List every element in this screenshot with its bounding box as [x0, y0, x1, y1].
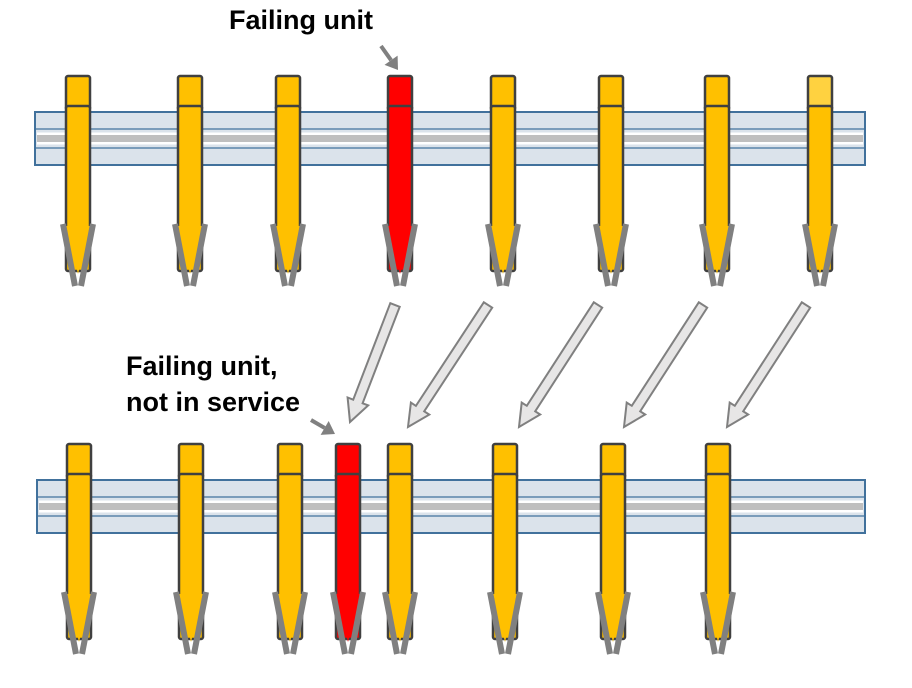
- after-unit-7-tip: [601, 594, 625, 642]
- after-unit-7-prong-right: [613, 591, 631, 655]
- before-unit-6-tip: [599, 226, 623, 274]
- after-unit-8-tip: [706, 594, 730, 642]
- before-unit-3-prong-left: [270, 223, 288, 287]
- shift-arrow-5: [725, 300, 812, 429]
- before-unit-8-prong-left: [802, 223, 820, 287]
- before-unit-5: [485, 74, 521, 287]
- after-unit-6-tip: [493, 594, 517, 642]
- shift-arrow-4: [622, 300, 709, 429]
- after-unit-3-tip: [278, 594, 302, 642]
- pointer-arrow-bottom-head: [320, 421, 335, 435]
- after-unit-1-prong-right: [79, 591, 97, 655]
- failing-unit-not-in-service-label: Failing unit, not in service: [126, 348, 300, 420]
- after-unit-5-tip: [388, 594, 412, 642]
- before-unit-7-tip: [705, 226, 729, 274]
- before-unit-7-prong-right: [717, 223, 735, 287]
- before-unit-4: [382, 74, 418, 287]
- after-unit-4: [330, 442, 366, 655]
- shift-arrow-2: [406, 300, 494, 429]
- before-unit-7-prong-left: [699, 223, 717, 287]
- not-in-service-label-line2: not in service: [126, 387, 301, 417]
- before-unit-1-prong-left: [60, 223, 78, 287]
- pointer-arrow-top-shaft: [379, 44, 393, 62]
- after-unit-3-prong-left: [272, 591, 290, 655]
- before-unit-3: [270, 74, 306, 287]
- before-unit-6-prong-left: [593, 223, 611, 287]
- before-unit-3-prong-right: [288, 223, 306, 287]
- after-unit-3: [272, 442, 308, 655]
- after-unit-7: [595, 442, 631, 655]
- after-unit-3-prong-right: [290, 591, 308, 655]
- after-unit-1: [61, 442, 97, 655]
- before-unit-5-prong-right: [503, 223, 521, 287]
- after-unit-1-tip: [67, 594, 91, 642]
- before-unit-2: [172, 74, 208, 287]
- failing-unit-label-line1: Failing unit,: [126, 351, 278, 381]
- before-unit-8-tip: [808, 226, 832, 274]
- before-unit-2-tip: [178, 226, 202, 274]
- before-unit-2-prong-left: [172, 223, 190, 287]
- after-unit-5-prong-left: [382, 591, 400, 655]
- shift-arrow-1: [346, 301, 401, 425]
- after-unit-2: [173, 442, 209, 655]
- before-unit-4-tip: [388, 226, 412, 274]
- after-unit-5: [382, 442, 418, 655]
- after-unit-8-prong-left: [700, 591, 718, 655]
- before-unit-1: [60, 74, 96, 287]
- pointer-arrow-bottom-shaft: [309, 418, 326, 430]
- after-unit-2-tip: [179, 594, 203, 642]
- after-unit-1-prong-left: [61, 591, 79, 655]
- before-unit-4-prong-right: [400, 223, 418, 287]
- after-unit-4-prong-left: [330, 591, 348, 655]
- after-unit-2-prong-left: [173, 591, 191, 655]
- before-unit-8-prong-right: [820, 223, 838, 287]
- before-unit-1-tip: [66, 226, 90, 274]
- before-unit-3-tip: [276, 226, 300, 274]
- before-unit-6-prong-right: [611, 223, 629, 287]
- after-unit-4-prong-right: [348, 591, 366, 655]
- before-unit-5-tip: [491, 226, 515, 274]
- after-unit-6-prong-left: [487, 591, 505, 655]
- before-unit-1-prong-right: [78, 223, 96, 287]
- before-unit-5-prong-left: [485, 223, 503, 287]
- after-unit-6: [487, 442, 523, 655]
- after-unit-4-tip: [336, 594, 360, 642]
- pointer-arrow-top-head: [384, 55, 398, 70]
- after-unit-8: [700, 442, 736, 655]
- before-unit-2-prong-right: [190, 223, 208, 287]
- before-unit-8: [802, 74, 838, 287]
- after-unit-5-prong-right: [400, 591, 418, 655]
- failing-unit-label: Failing unit: [229, 5, 373, 35]
- after-unit-2-prong-right: [191, 591, 209, 655]
- before-unit-7: [699, 74, 735, 287]
- after-unit-8-prong-right: [718, 591, 736, 655]
- before-unit-6: [593, 74, 629, 287]
- after-unit-6-prong-right: [505, 591, 523, 655]
- shift-arrow-3: [517, 300, 604, 429]
- after-unit-7-prong-left: [595, 591, 613, 655]
- before-unit-4-prong-left: [382, 223, 400, 287]
